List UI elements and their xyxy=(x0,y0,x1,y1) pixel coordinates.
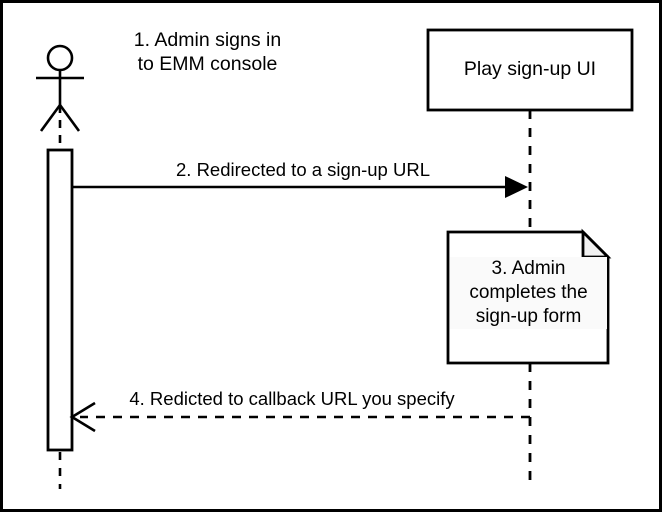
message-4-arrowhead-open xyxy=(69,401,96,433)
actor-stick-figure-icon xyxy=(36,44,84,132)
participant-label-play-signup-ui: Play sign-up UI xyxy=(463,58,597,80)
message-4-label: 4. Redicted to callback URL you specify xyxy=(129,388,455,409)
actor-caption-line-1: 1. Admin signs in xyxy=(133,29,282,51)
message-2-arrowhead-filled xyxy=(505,176,528,198)
message-arrow-2 xyxy=(72,176,528,198)
note-3-line-3: sign-up form xyxy=(450,304,607,329)
actor-head-icon xyxy=(46,44,74,72)
participant-box-play-signup-ui[interactable] xyxy=(426,28,634,112)
actor-caption-line-2: to EMM console xyxy=(137,52,278,75)
message-arrow-4 xyxy=(69,401,530,433)
admin-activation-bar xyxy=(46,148,74,452)
note-3-line-1: 3. Admin xyxy=(450,257,607,281)
note-3-folded-corner-icon xyxy=(581,228,612,259)
actor-left-leg-icon xyxy=(39,104,62,132)
note-3-line-2: completes the xyxy=(450,280,607,305)
actor-right-leg-icon xyxy=(58,104,81,132)
message-2-label: 2. Redirected to a sign-up URL xyxy=(176,159,430,180)
